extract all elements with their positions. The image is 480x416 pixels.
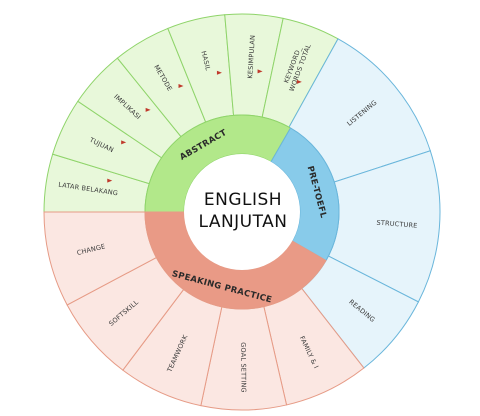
item-label-kesimpulan: KESIMPULAN [246, 35, 257, 79]
item-label-goal-setting: GOAL SETTING [239, 342, 247, 393]
flag-icon [178, 84, 184, 91]
center-node-title-line2: LANJUTAN [198, 212, 287, 232]
flag-icon [296, 79, 302, 86]
flag-icon [121, 140, 127, 147]
outer-ring [43, 13, 441, 411]
flag-icon [107, 178, 113, 185]
item-label-structure: STRUCTURE [376, 219, 418, 230]
flag-icon [216, 70, 222, 77]
flag-icon [257, 69, 263, 76]
center-node-title-line1: ENGLISH [204, 190, 282, 210]
inner-ring [144, 114, 340, 310]
center-node-circle[interactable] [184, 154, 300, 270]
flag-icon [145, 107, 151, 114]
